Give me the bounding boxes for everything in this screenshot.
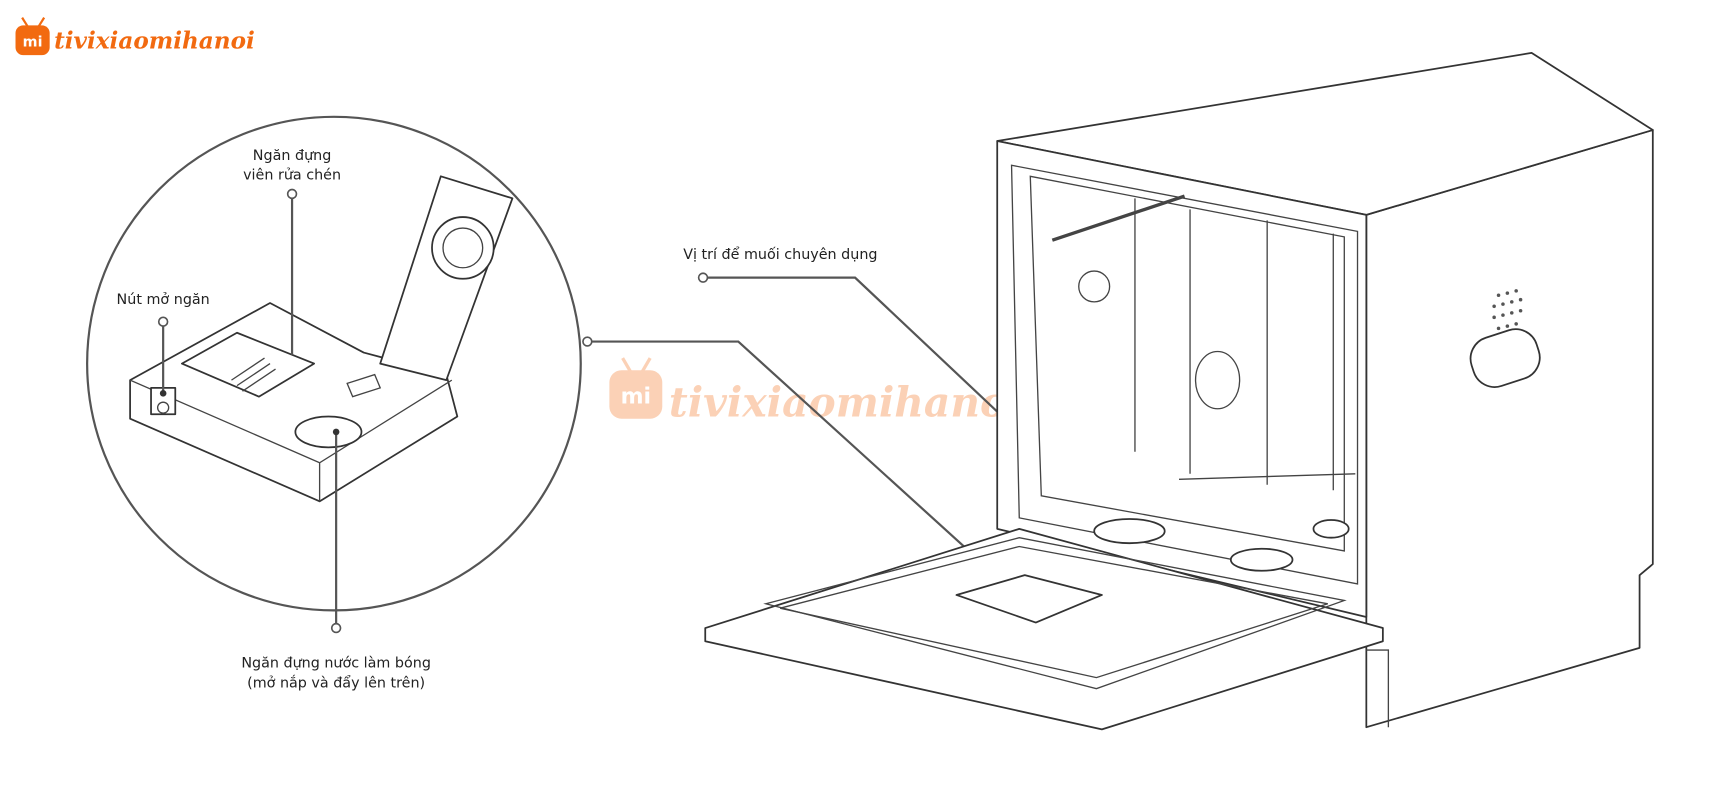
dispenser-illustration xyxy=(129,175,514,503)
svg-text:mi: mi xyxy=(621,384,651,409)
label-detergent-line2: viên rửa chén xyxy=(243,168,341,184)
label-rinse-line1: Ngăn đựng nước làm bóng xyxy=(241,656,431,672)
svg-text:mi: mi xyxy=(23,34,43,50)
label-salt: Vị trí để muối chuyên dụng xyxy=(683,246,877,263)
watermark: mi tivixiaomihanoi xyxy=(609,357,1023,426)
label-open-button: Nút mở ngăn xyxy=(117,292,210,308)
label-detergent-line1: Ngăn đựng xyxy=(253,148,332,164)
dishwasher-illustration xyxy=(704,52,1654,731)
label-rinse-line2: (mở nắp và đẩy lên trên) xyxy=(247,675,425,692)
brand-logo: mi tivixiaomihanoi xyxy=(15,17,255,56)
brand-logo-text: tivixiaomihanoi xyxy=(54,27,255,54)
detail-circle xyxy=(86,115,582,612)
svg-text:tivixiaomihanoi: tivixiaomihanoi xyxy=(669,378,1023,426)
